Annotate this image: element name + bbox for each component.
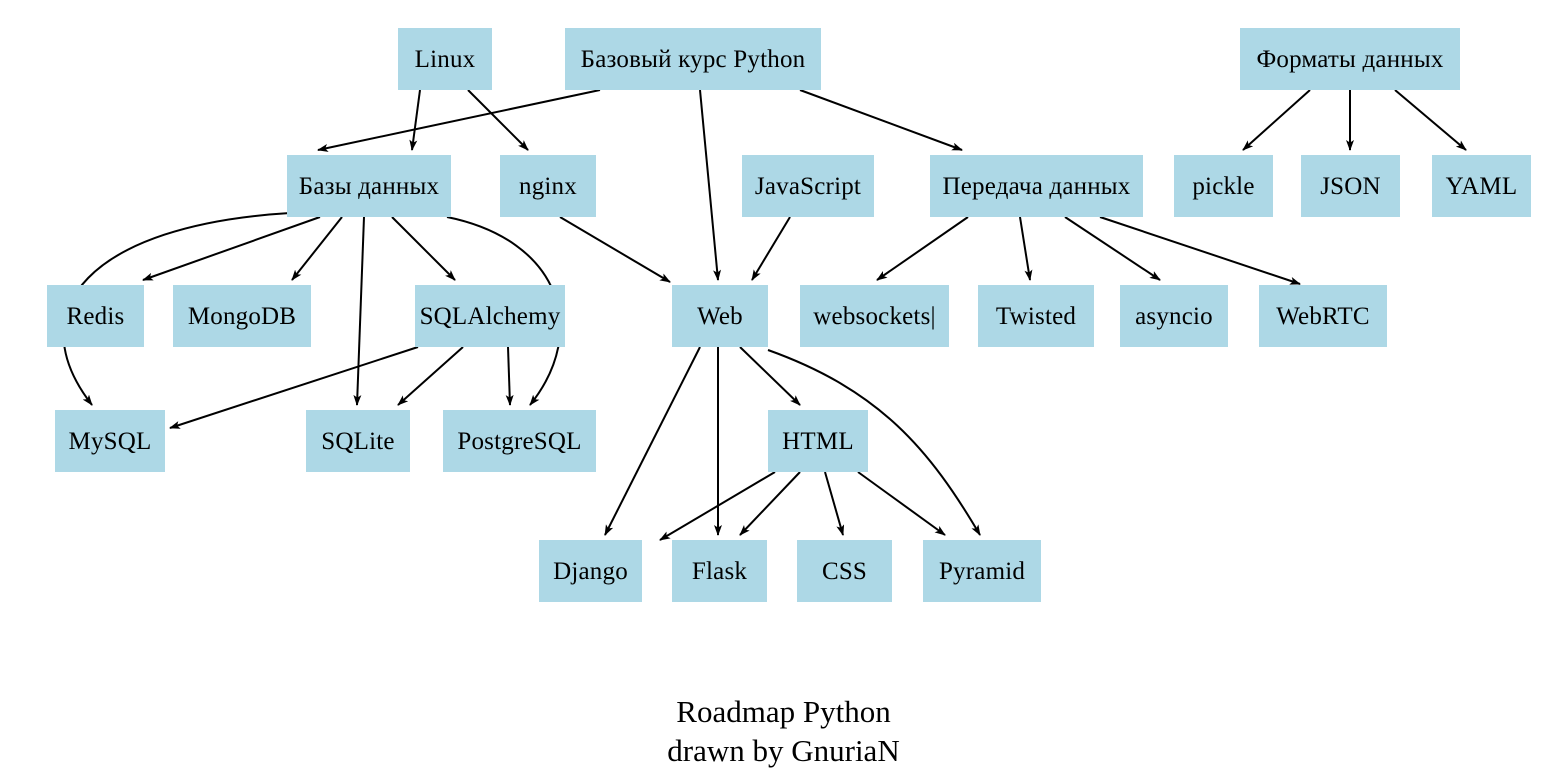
edge-transfer-to-twisted <box>1019 216 1033 281</box>
edge-html-to-django <box>659 471 776 541</box>
node-label: Redis <box>66 302 125 330</box>
edge-sqlalchemy-to-postgresql <box>505 346 514 406</box>
edge-formats-to-yaml <box>1394 89 1467 151</box>
edge-linux-to-databases <box>409 89 421 151</box>
node-label: Linux <box>414 45 476 73</box>
edge-python-to-databases <box>317 89 601 152</box>
node-label: Базовый курс Python <box>580 45 806 73</box>
node-label: WebRTC <box>1276 302 1370 330</box>
diagram-caption: Roadmap Python drawn by GnuriaN <box>0 692 1567 770</box>
node-html[interactable]: HTML <box>768 410 868 472</box>
node-label: Django <box>553 557 628 585</box>
node-pickle[interactable]: pickle <box>1174 155 1273 217</box>
node-webrtc[interactable]: WebRTC <box>1259 285 1387 347</box>
node-label: MongoDB <box>187 302 297 330</box>
edge-databases-to-redis <box>142 216 321 281</box>
edge-linux-to-nginx <box>467 89 529 151</box>
node-web[interactable]: Web <box>672 285 768 347</box>
node-label: Базы данных <box>298 172 440 200</box>
node-label: SQLAlchemy <box>419 302 561 330</box>
edge-html-to-flask <box>739 471 801 536</box>
node-css[interactable]: CSS <box>797 540 892 602</box>
node-javascript[interactable]: JavaScript <box>742 155 874 217</box>
node-label: JSON <box>1320 172 1381 200</box>
node-label: HTML <box>782 427 854 455</box>
node-python[interactable]: Базовый курс Python <box>565 28 821 90</box>
node-django[interactable]: Django <box>539 540 642 602</box>
edge-html-to-css <box>824 471 845 536</box>
node-label: Форматы данных <box>1256 45 1444 73</box>
node-label: JavaScript <box>754 172 862 200</box>
node-twisted[interactable]: Twisted <box>978 285 1094 347</box>
node-label: nginx <box>519 172 577 200</box>
edge-transfer-to-websockets <box>876 216 969 281</box>
caption-line-2: drawn by GnuriaN <box>667 733 900 768</box>
caption-line-1: Roadmap Python <box>676 694 891 729</box>
node-label: YAML <box>1445 172 1518 200</box>
node-nginx[interactable]: nginx <box>500 155 596 217</box>
node-label: PostgreSQL <box>457 427 582 455</box>
node-label: CSS <box>821 557 868 585</box>
edge-web-to-html <box>739 346 801 406</box>
node-flask[interactable]: Flask <box>672 540 767 602</box>
node-label: pickle <box>1192 172 1255 200</box>
node-json[interactable]: JSON <box>1301 155 1400 217</box>
node-databases[interactable]: Базы данных <box>287 155 451 217</box>
node-pyramid[interactable]: Pyramid <box>923 540 1041 602</box>
node-redis[interactable]: Redis <box>47 285 144 347</box>
edge-transfer-to-webrtc <box>1099 216 1301 285</box>
node-label: MySQL <box>68 427 152 455</box>
edge-html-to-pyramid <box>857 471 946 536</box>
node-sqlite[interactable]: SQLite <box>306 410 410 472</box>
node-label: Pyramid <box>938 557 1026 585</box>
edge-sqlalchemy-to-sqlite <box>397 346 464 406</box>
edge-databases-to-sqlite <box>353 216 365 406</box>
node-label: Twisted <box>995 302 1077 330</box>
node-label: SQLite <box>321 427 395 455</box>
node-mysql[interactable]: MySQL <box>55 410 165 472</box>
edge-databases-to-sqlalchemy <box>391 216 456 281</box>
edge-transfer-to-asyncio <box>1064 216 1161 281</box>
edge-formats-to-pickle <box>1242 89 1311 151</box>
node-formats[interactable]: Форматы данных <box>1240 28 1460 90</box>
node-yaml[interactable]: YAML <box>1432 155 1531 217</box>
node-mongodb[interactable]: MongoDB <box>173 285 311 347</box>
edge-nginx-to-web <box>559 216 671 283</box>
node-label: Web <box>697 302 743 330</box>
node-postgresql[interactable]: PostgreSQL <box>443 410 596 472</box>
node-label: Передача данных <box>942 172 1131 200</box>
edge-javascript-to-web <box>751 216 791 281</box>
node-asyncio[interactable]: asyncio <box>1120 285 1228 347</box>
node-label: Flask <box>691 557 748 585</box>
node-label: asyncio <box>1135 302 1213 330</box>
edge-web-to-django <box>604 346 701 536</box>
edge-databases-to-mongodb <box>291 216 343 281</box>
edge-python-to-web <box>699 89 722 281</box>
node-websockets[interactable]: websockets| <box>800 285 949 347</box>
node-label: websockets| <box>813 302 936 330</box>
node-linux[interactable]: Linux <box>398 28 492 90</box>
node-transfer[interactable]: Передача данных <box>930 155 1143 217</box>
node-sqlalchemy[interactable]: SQLAlchemy <box>415 285 565 347</box>
edge-python-to-transfer <box>799 89 963 151</box>
